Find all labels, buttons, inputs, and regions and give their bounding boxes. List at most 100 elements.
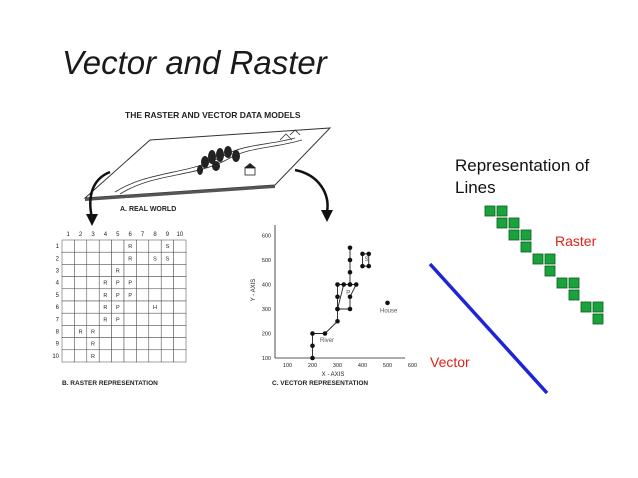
raster-cell-value: R <box>91 330 95 336</box>
river-vertex <box>347 245 353 251</box>
raster-cell <box>111 251 125 265</box>
river-vertex <box>322 331 328 336</box>
raster-cell <box>61 251 75 265</box>
raster-cell <box>61 288 75 302</box>
y-tick-label: 300 <box>262 307 271 313</box>
raster-cell-value: P <box>116 293 120 299</box>
raster-cell <box>61 325 75 338</box>
raster-cell <box>98 325 112 338</box>
raster-cell <box>160 264 174 277</box>
raster-cell <box>136 264 150 277</box>
raster-square <box>592 313 604 325</box>
raster-cell <box>61 312 75 326</box>
raster-cell <box>61 337 75 351</box>
raster-cell <box>148 337 162 351</box>
raster-cell <box>136 276 150 290</box>
raster-row-header: 10 <box>52 354 59 360</box>
raster-col-header: 7 <box>141 232 145 238</box>
raster-cell <box>86 300 100 314</box>
raster-cell-value: H <box>153 305 157 311</box>
raster-square <box>484 205 496 217</box>
raster-cell-value: S <box>166 244 170 250</box>
s-vertex <box>366 263 372 269</box>
raster-cell <box>98 264 112 277</box>
raster-cell <box>74 276 88 290</box>
raster-square <box>508 217 520 229</box>
raster-col-header: 3 <box>91 232 95 238</box>
raster-cell <box>173 288 187 302</box>
y-tick-label: 100 <box>262 356 271 362</box>
hills-icon <box>279 129 301 141</box>
raster-cell <box>160 349 174 363</box>
figure-heading: THE RASTER AND VECTOR DATA MODELS <box>125 110 301 120</box>
house-label: House <box>380 309 398 315</box>
raster-cell <box>136 288 150 302</box>
raster-square <box>556 277 568 289</box>
raster-row-header: 2 <box>56 256 60 262</box>
parcel-vertex <box>335 306 340 312</box>
raster-cell <box>173 312 187 326</box>
river-vertex <box>335 318 340 324</box>
raster-cell <box>148 264 162 277</box>
raster-cell-value: S <box>166 256 170 262</box>
raster-cell-value: R <box>128 244 132 250</box>
y-tick-label: 400 <box>262 283 271 289</box>
raster-cell-value: R <box>91 342 95 348</box>
raster-cell <box>111 337 125 351</box>
raster-col-header: 5 <box>116 232 120 238</box>
x-tick-label: 300 <box>333 363 342 369</box>
raster-square <box>520 229 532 241</box>
raster-cell <box>123 349 137 363</box>
s-label: S <box>365 257 369 263</box>
parcel-vertex <box>341 282 347 287</box>
parcel-vertex <box>347 306 353 312</box>
raster-cell <box>61 276 75 290</box>
river-vertex <box>310 355 315 361</box>
real-world-caption: A. REAL WORLD <box>120 206 176 213</box>
raster-col-header: 2 <box>79 232 83 238</box>
raster-cell <box>111 239 125 253</box>
raster-square <box>544 253 556 265</box>
y-tick-label: 600 <box>262 234 271 240</box>
raster-cell <box>74 312 88 326</box>
raster-cell <box>61 239 75 253</box>
raster-cell <box>74 264 88 277</box>
raster-square <box>592 301 604 313</box>
raster-cell-value: P <box>116 281 120 287</box>
raster-square <box>508 229 520 241</box>
raster-cell <box>148 325 162 338</box>
raster-cell <box>148 288 162 302</box>
river-label: River <box>320 338 334 344</box>
raster-cell <box>123 264 137 277</box>
raster-square <box>520 241 532 253</box>
arrow-right <box>294 168 329 213</box>
raster-cell <box>61 349 75 363</box>
river-vertex <box>310 331 315 336</box>
trees-icon <box>197 146 240 175</box>
raster-square <box>580 301 592 313</box>
x-tick-label: 200 <box>308 363 317 369</box>
river-vertex <box>310 343 315 349</box>
raster-col-header: 1 <box>67 232 71 238</box>
raster-cell-value: P <box>116 305 120 311</box>
raster-cell <box>160 300 174 314</box>
raster-cell <box>148 312 162 326</box>
raster-cell-value: R <box>91 354 95 360</box>
x-tick-label: 600 <box>408 363 417 369</box>
raster-row-header: 3 <box>56 269 60 275</box>
house-point <box>385 300 390 306</box>
raster-row-header: 1 <box>56 244 60 250</box>
arrow-right-head-icon <box>321 210 333 222</box>
raster-cell-value: P <box>128 293 132 299</box>
raster-cell <box>136 349 150 363</box>
raster-cell <box>74 337 88 351</box>
raster-cell <box>173 276 187 290</box>
x-tick-label: 500 <box>383 363 392 369</box>
raster-cell <box>123 337 137 351</box>
raster-cell <box>148 276 162 290</box>
raster-caption: B. RASTER REPRESENTATION <box>62 380 158 387</box>
raster-cell <box>136 300 150 314</box>
s-vertex <box>360 251 365 257</box>
raster-row-header: 7 <box>56 317 60 323</box>
